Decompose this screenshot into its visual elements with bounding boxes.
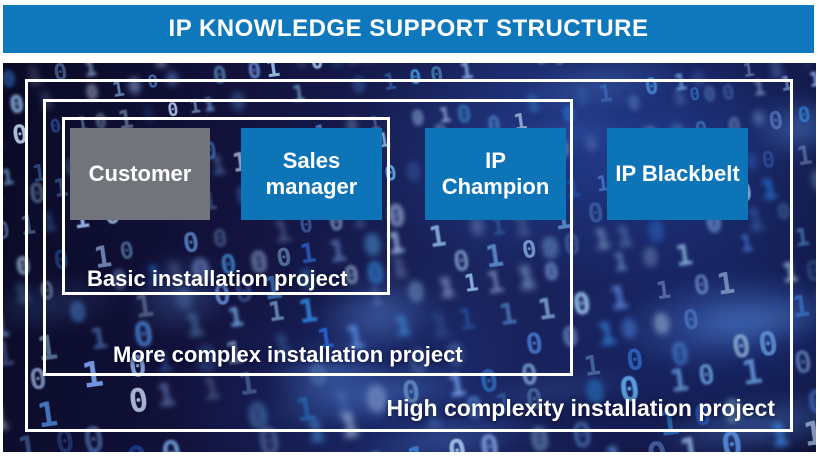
binary-digit: 1 bbox=[344, 63, 360, 70]
binary-digit: 0 bbox=[80, 444, 107, 452]
binary-digit: 1 bbox=[676, 429, 704, 452]
binary-digit: 1 bbox=[3, 307, 12, 346]
tier-label-high-complexity: High complexity installation project bbox=[386, 395, 775, 421]
binary-digit: 0 bbox=[159, 433, 185, 452]
binary-digit: 0 bbox=[295, 63, 308, 72]
frame-basic bbox=[62, 117, 390, 295]
binary-digit: 1 bbox=[152, 63, 169, 73]
binary-digit: 0 bbox=[809, 166, 816, 199]
binary-digit: 1 bbox=[603, 440, 627, 452]
role-box-sales-manager: Sales manager bbox=[241, 128, 382, 220]
tier-label-more-complex: More complex installation project bbox=[113, 342, 463, 367]
binary-digit: 0 bbox=[3, 182, 7, 214]
binary-digit: 0 bbox=[546, 448, 573, 452]
binary-digit: 1 bbox=[793, 222, 812, 253]
binary-digit: 0 bbox=[791, 344, 815, 383]
binary-digit: 0 bbox=[172, 63, 187, 67]
binary-digit: 0 bbox=[796, 102, 813, 130]
role-box-ip-blackbelt: IP Blackbelt bbox=[607, 128, 748, 220]
binary-digit: 0 bbox=[477, 428, 502, 452]
binary-digit: 1 bbox=[535, 63, 547, 67]
role-box-ip-champion: IP Champion bbox=[425, 128, 566, 220]
frame-more-complex bbox=[43, 99, 573, 376]
binary-digit: 0 bbox=[7, 89, 26, 120]
binary-digit: 1 bbox=[807, 67, 816, 93]
binary-digit: 1 bbox=[3, 124, 5, 156]
page-title: IP KNOWLEDGE SUPPORT STRUCTURE bbox=[168, 15, 649, 42]
background-photo: 1111010110010101010010110111010110010110… bbox=[3, 63, 816, 452]
binary-digit: 0 bbox=[805, 382, 816, 423]
binary-digit: 1 bbox=[3, 400, 11, 438]
binary-digit: 0 bbox=[309, 63, 325, 74]
binary-digit: 1 bbox=[794, 140, 815, 172]
binary-digit: 0 bbox=[3, 66, 18, 94]
binary-digit: 1 bbox=[789, 287, 812, 324]
binary-digit: 0 bbox=[644, 434, 670, 452]
binary-digit: 1 bbox=[800, 63, 812, 72]
binary-digit: 0 bbox=[803, 253, 816, 289]
binary-digit: 0 bbox=[445, 432, 470, 452]
tier-label-basic: Basic installation project bbox=[87, 266, 348, 291]
binary-digit: 1 bbox=[365, 444, 392, 452]
binary-digit: 1 bbox=[82, 63, 99, 82]
title-bar: IP KNOWLEDGE SUPPORT STRUCTURE bbox=[3, 5, 814, 53]
role-label-customer: Customer bbox=[88, 160, 192, 186]
binary-digit: 1 bbox=[15, 428, 40, 452]
binary-digit: 1 bbox=[815, 284, 816, 320]
binary-digit: 1 bbox=[800, 412, 816, 452]
binary-digit: 0 bbox=[551, 63, 566, 70]
role-label-ip-champion: IP Champion bbox=[441, 147, 550, 199]
binary-digit: 0 bbox=[815, 63, 816, 69]
role-box-customer: Customer bbox=[70, 128, 210, 220]
role-label-sales-manager: Sales manager bbox=[265, 147, 358, 199]
role-label-ip-blackbelt: IP Blackbelt bbox=[615, 160, 740, 186]
frame-high-complexity bbox=[25, 79, 793, 432]
binary-digit: 1 bbox=[404, 438, 429, 452]
binary-digit: 0 bbox=[3, 215, 12, 247]
binary-digit: 1 bbox=[328, 63, 343, 71]
binary-digit: 0 bbox=[361, 63, 377, 66]
binary-digit: 1 bbox=[3, 163, 16, 191]
binary-digit: 1 bbox=[3, 333, 17, 375]
binary-digit: 0 bbox=[124, 438, 151, 452]
